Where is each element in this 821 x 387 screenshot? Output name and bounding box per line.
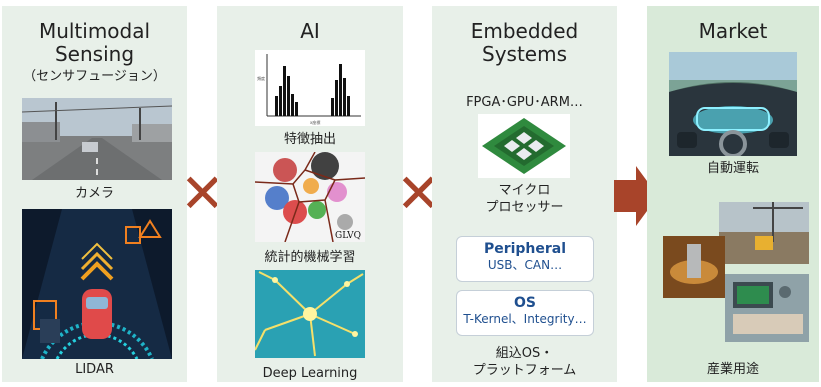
embedded-os-label-line1: 組込OS・ <box>495 346 554 361</box>
embedded-title-line2: Systems <box>482 42 567 66</box>
glvq-scatter-image: GLVQ <box>255 152 365 242</box>
camera-label: カメラ <box>74 186 114 201</box>
sensing-title-line2: Sensing <box>54 42 135 66</box>
autonomous-car-image <box>669 52 797 156</box>
industrial-use-label: 産業用途 <box>706 362 759 377</box>
platforms-label: FPGA･GPU･ARM… <box>466 95 583 110</box>
ai-panel: AI 頻度 x座標 特徴抽出 <box>217 6 403 382</box>
processor-chip-image <box>478 114 570 178</box>
camera-image <box>22 98 172 180</box>
market-title: Market <box>698 19 768 43</box>
glvq-text: GLVQ <box>335 231 361 241</box>
lidar-label: LIDAR <box>75 362 114 377</box>
deep-learning-image <box>255 270 365 358</box>
ai-title: AI <box>300 19 320 43</box>
embedded-os-label-line2: プラットフォーム <box>472 363 577 378</box>
industrial-collage-image <box>663 202 809 342</box>
os-title: OS <box>514 295 536 311</box>
os-items: T-Kernel、Integrity… <box>463 312 587 326</box>
autonomous-driving-label: 自動運転 <box>706 161 759 176</box>
peripheral-items: USB、CAN… <box>487 258 563 272</box>
peripheral-box: Peripheral USB、CAN… <box>456 236 594 282</box>
market-panel: Market 自動運転 <box>647 6 819 382</box>
lidar-image <box>22 209 172 359</box>
os-box: OS T-Kernel、Integrity… <box>456 290 594 336</box>
svg-text:x座標: x座標 <box>310 119 320 125</box>
feature-extraction-label: 特徴抽出 <box>283 132 336 147</box>
deep-learning-label: Deep Learning <box>262 366 358 381</box>
sensing-panel: Multimodal Sensing （センサフュージョン） カメラ <box>2 6 187 382</box>
embedded-panel: Embedded Systems FPGA･GPU･ARM… マイクロ プロセッ… <box>432 6 617 382</box>
processor-label-line2: プロセッサー <box>485 200 564 215</box>
histogram-image: 頻度 x座標 <box>255 50 365 126</box>
statistical-ml-label: 統計的機械学習 <box>264 250 356 265</box>
sensing-title-line1: Multimodal <box>38 19 151 43</box>
embedded-title-line1: Embedded <box>470 19 579 43</box>
sensing-subtitle: （センサフュージョン） <box>23 69 166 84</box>
processor-label-line1: マイクロ <box>498 183 551 198</box>
svg-text:頻度: 頻度 <box>257 75 265 81</box>
peripheral-title: Peripheral <box>483 241 567 257</box>
